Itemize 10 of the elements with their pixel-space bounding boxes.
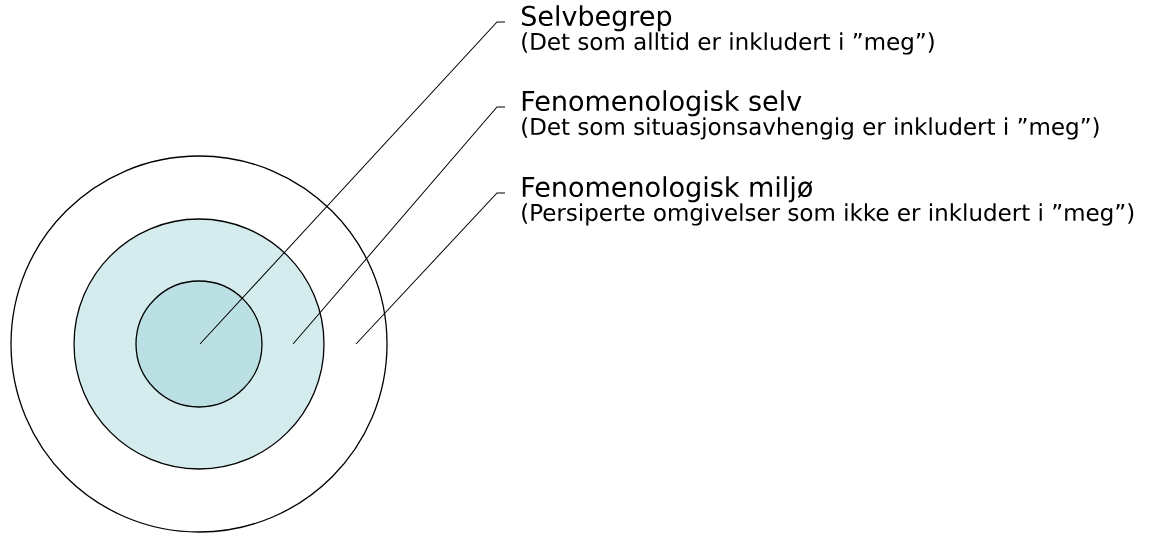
label-heading: Selvbegrep xyxy=(522,5,672,32)
circle xyxy=(135,280,263,408)
label-description: (Det som situasjonsavhengig er inkludert i ”meg”) xyxy=(522,117,1099,140)
label-description: (Persiperte omgivelser som ikke er inkludert i ”meg”) xyxy=(522,203,1134,226)
label-heading: Fenomenologisk selv xyxy=(522,90,802,117)
label-description: (Det som alltid er inkludert i ”meg”) xyxy=(522,32,934,55)
label-heading: Fenomenologisk miljø xyxy=(522,176,813,203)
leader-line xyxy=(355,192,506,345)
leader-line xyxy=(292,106,506,345)
leader-line xyxy=(199,21,506,345)
